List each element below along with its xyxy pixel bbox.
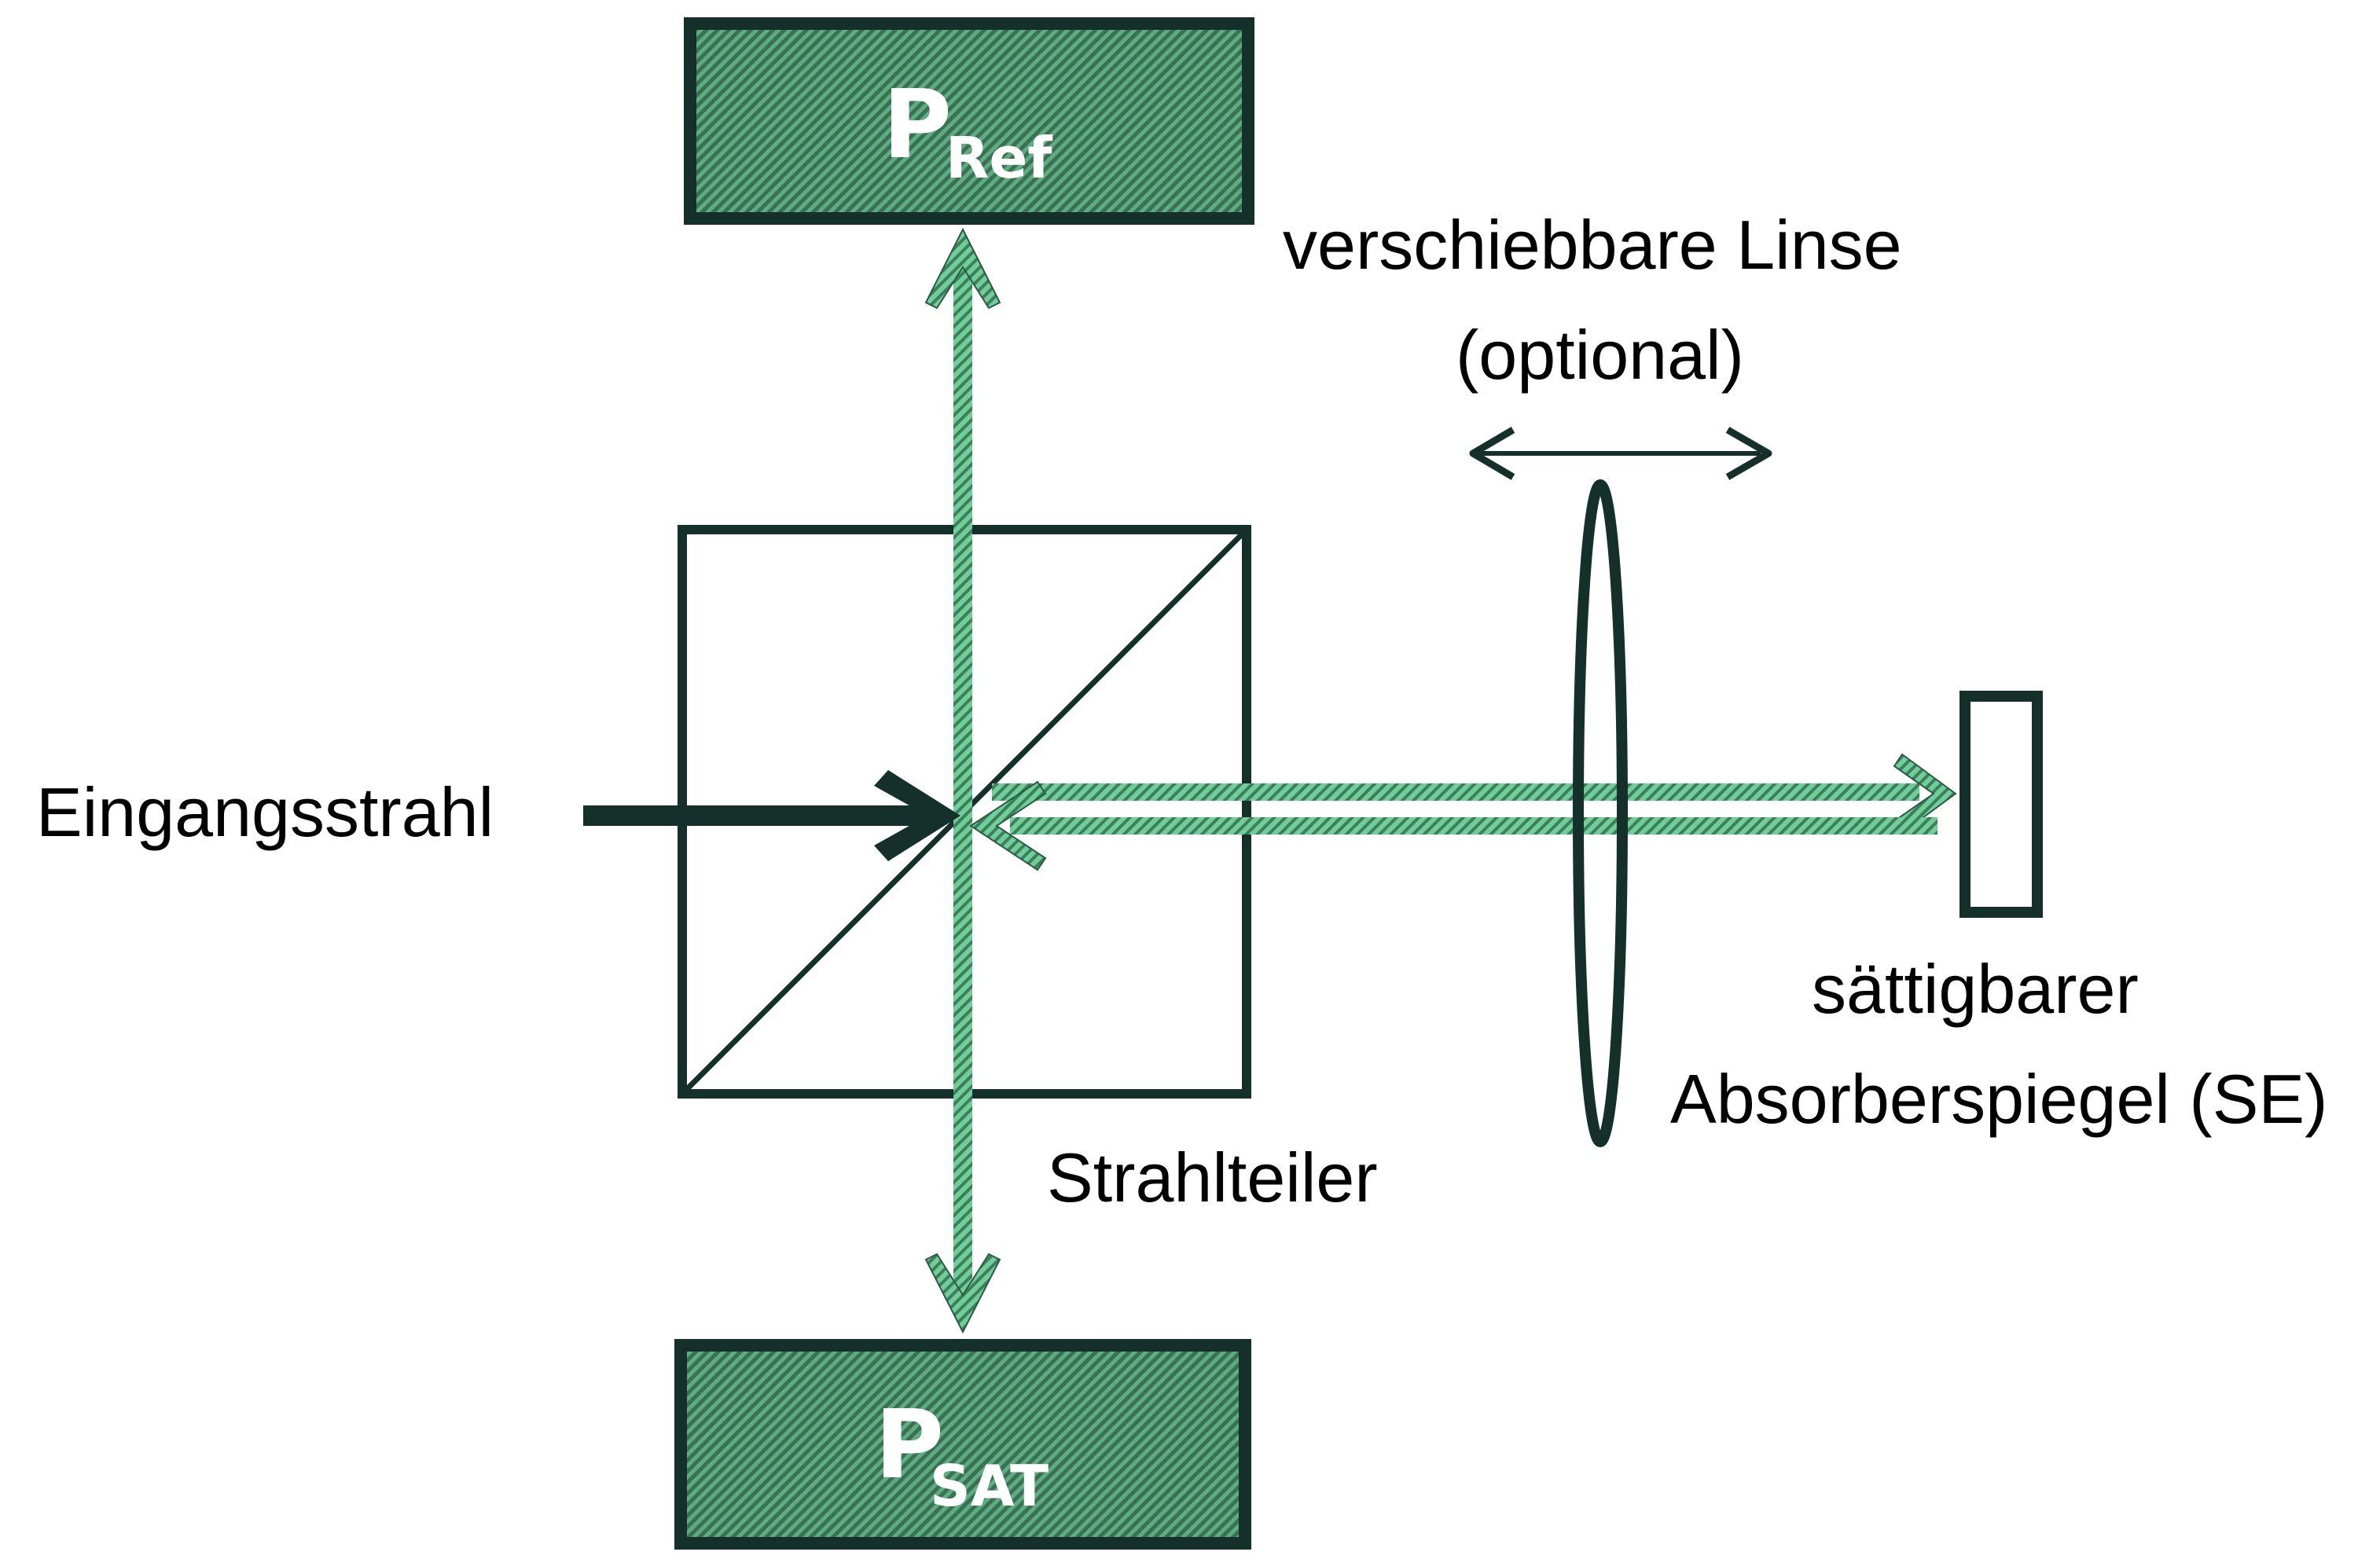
- detector-ref-label-sub: Ref: [946, 125, 1052, 191]
- mirror-label-line1: sättigbarer: [1812, 950, 2139, 1028]
- beam-splitter-label: Strahlteiler: [1047, 1139, 1378, 1216]
- detector-ref-label-main: P: [883, 71, 952, 180]
- lens-label-line1: verschiebbare Linse: [1283, 206, 1902, 284]
- mirror-label-line2: Absorberspiegel (SE): [1670, 1060, 2328, 1138]
- input-beam-arrow: [583, 770, 960, 861]
- lens-label-line2: (optional): [1456, 316, 1744, 394]
- beam-arrowhead-up: [924, 227, 1001, 310]
- mirror: [1959, 691, 2043, 918]
- beam-arrowhead-down: [924, 1253, 1001, 1334]
- lens-movement-arrow: [1469, 427, 1772, 480]
- horizontal-beams: [969, 753, 1957, 871]
- detector-sat: [674, 1339, 1251, 1550]
- beam-arrowhead-left: [969, 780, 1047, 871]
- vertical-beam: [924, 227, 1001, 1334]
- detector-ref: [684, 17, 1254, 225]
- input-beam-label: Eingangsstrahl: [36, 773, 494, 851]
- lens: [1573, 479, 1628, 1147]
- detector-sat-label-sub: SAT: [930, 1453, 1049, 1519]
- detector-sat-label-main: P: [875, 1391, 944, 1500]
